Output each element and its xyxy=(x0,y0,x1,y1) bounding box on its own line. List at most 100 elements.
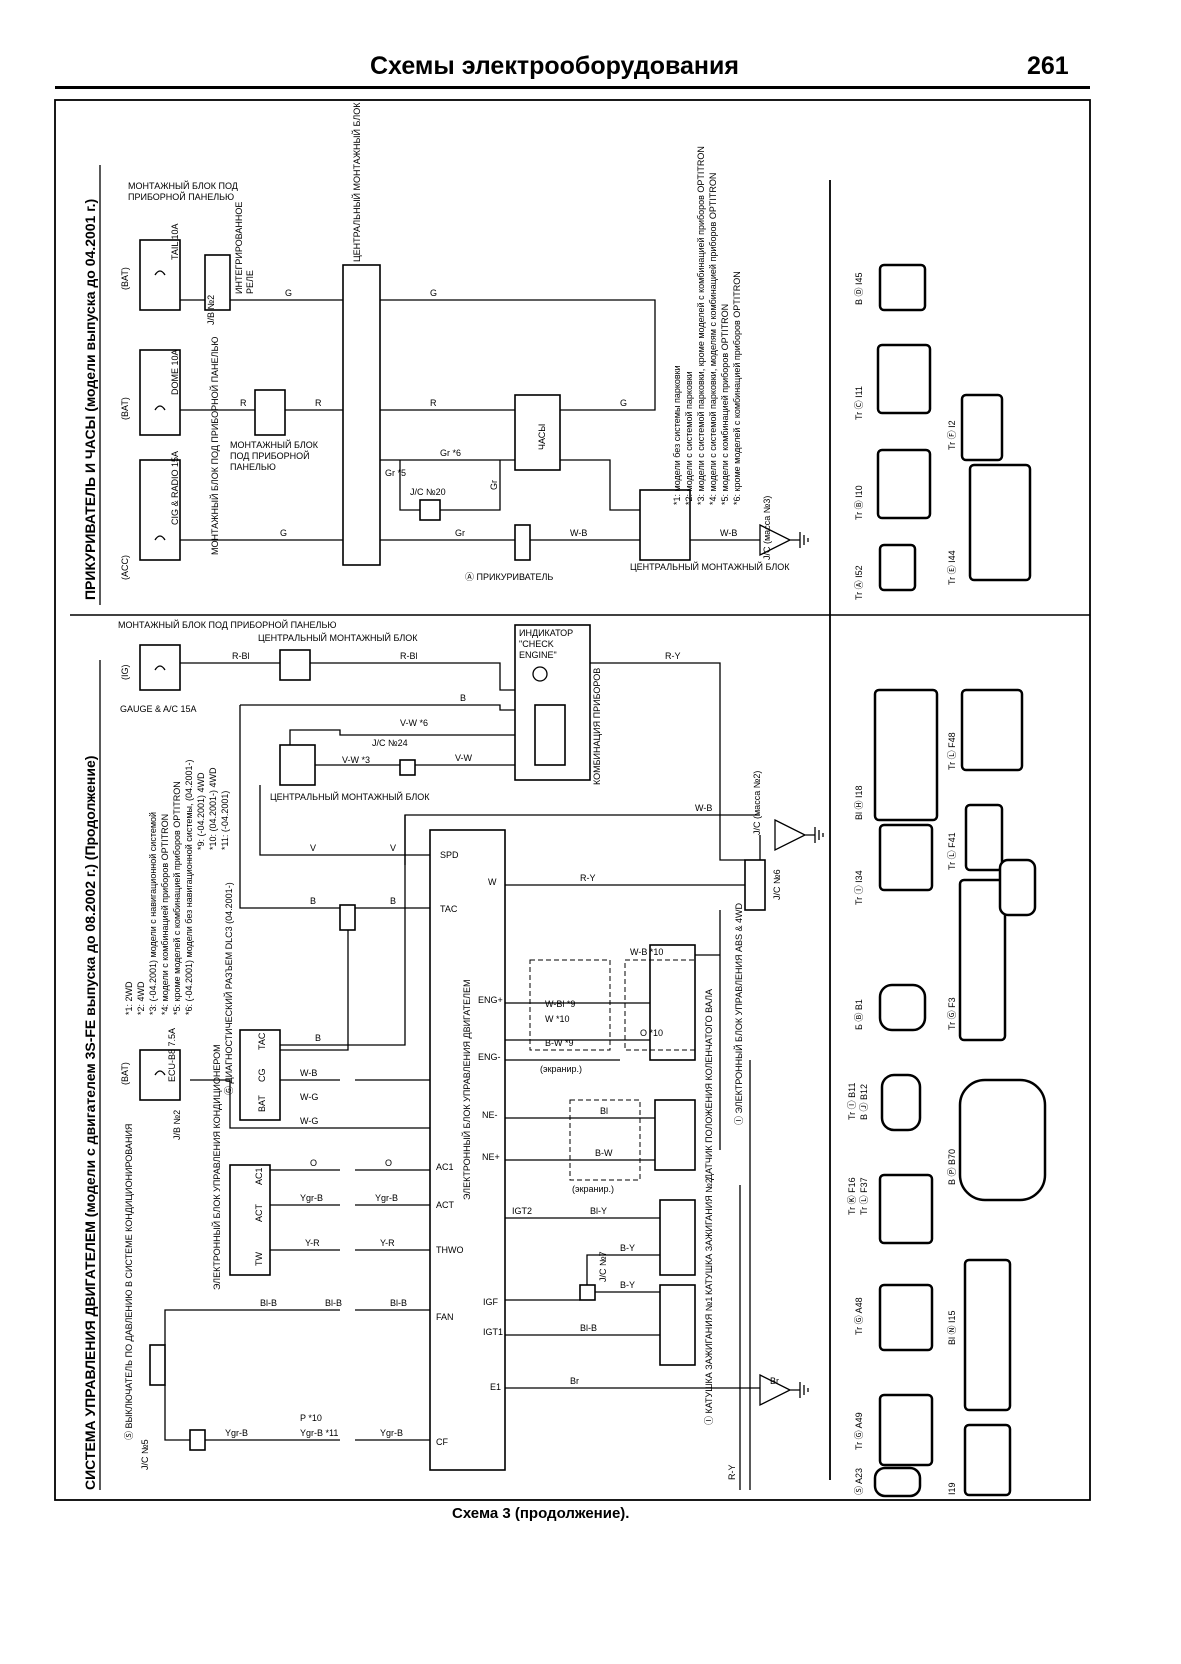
svg-text:B: B xyxy=(315,1033,321,1043)
shield-box xyxy=(624,959,696,1051)
svg-text:*1: модели без системы парковк: *1: модели без системы парковки xyxy=(672,365,682,505)
wire-label: G xyxy=(430,288,437,298)
jc6-junction xyxy=(744,859,766,911)
svg-text:ENG-: ENG- xyxy=(478,1052,501,1062)
svg-text:ECU-B8 7.5A: ECU-B8 7.5A xyxy=(167,1028,177,1082)
top-section-title: ПРИКУРИВАТЕЛЬ И ЧАСЫ (модели выпуска до … xyxy=(82,199,98,600)
svg-text:B: B xyxy=(390,896,396,906)
svg-text:GAUGE & A/C 15A: GAUGE & A/C 15A xyxy=(120,704,197,714)
svg-text:V-W: V-W xyxy=(455,753,473,763)
svg-text:W-G: W-G xyxy=(300,1092,318,1102)
wire-label: Gr *6 xyxy=(440,448,461,458)
svg-text:*2: модели с системой парковки: *2: модели с системой парковки xyxy=(684,371,694,505)
pressure-switch xyxy=(149,1344,166,1386)
connector-I18 xyxy=(873,688,939,822)
page-number: 261 xyxy=(1027,52,1069,80)
svg-text:Ygr-B: Ygr-B xyxy=(300,1193,323,1203)
fuse-gauge-ac: (IG) GAUGE & A/C 15A xyxy=(120,644,197,714)
wire-label: G xyxy=(620,398,627,408)
jc5-label: J/C №5 xyxy=(140,1439,150,1470)
combination-meter-label: КОМБИНАЦИЯ ПРИБОРОВ xyxy=(592,668,602,785)
connector-A48 xyxy=(878,1283,934,1352)
fuse-tail: (BAT) TAIL 10A xyxy=(120,223,181,311)
connector-F3 xyxy=(958,878,1007,1042)
connector-label: Tr Ⓖ F3 xyxy=(947,997,957,1030)
svg-text:NE-: NE- xyxy=(482,1110,498,1120)
engine-ecu xyxy=(429,829,506,1471)
connector-B70 xyxy=(958,1078,1047,1202)
central-block-top-label: ЦЕНТРАЛЬНЫЙ МОНТАЖНЫЙ БЛОК xyxy=(351,102,362,262)
ecu-label: ЭЛЕКТРОННЫЙ БЛОК УПРАВЛЕНИЯ ДВИГАТЕЛЕМ xyxy=(461,979,472,1200)
central-junction-block xyxy=(342,264,381,566)
central-block-1 xyxy=(279,649,311,681)
svg-text:FAN: FAN xyxy=(436,1312,454,1322)
cigarette-lighter xyxy=(514,524,531,561)
svg-text:R-Bl: R-Bl xyxy=(232,651,250,661)
jb2-label: J/B №2 xyxy=(206,295,216,325)
bottom-footnotes: *1: 2WD *2: 4WD *3: (-04.2001) модели с … xyxy=(124,759,230,1015)
svg-text:*6: (-04.2001) модели без нави: *6: (-04.2001) модели без навигационной … xyxy=(184,759,194,1015)
svg-text:IGF: IGF xyxy=(483,1297,499,1307)
svg-text:E1: E1 xyxy=(490,1382,501,1392)
wire-label: R xyxy=(315,398,322,408)
svg-text:B: B xyxy=(310,896,316,906)
svg-text:V-W *6: V-W *6 xyxy=(400,718,428,728)
jb-mid-block xyxy=(254,389,286,436)
svg-text:B: B xyxy=(460,693,466,703)
abs-ecu-label: Ⓘ ЭЛЕКТРОННЫЙ БЛОК УПРАВЛЕНИЯ ABS & 4WD xyxy=(733,903,744,1125)
central-block-2-label: ЦЕНТРАЛЬНЫЙ МОНТАЖНЫЙ БЛОК xyxy=(270,791,430,802)
dlc3-label: Ⓖ ДИАГНОСТИЧЕСКИЙ РАЗЪЕМ DLC3 (04.2001-) xyxy=(223,882,234,1095)
check-engine-label: ИНДИКАТОР "CHECK ENGINE" xyxy=(519,628,574,660)
connector-label: Tr Ⓚ F16 xyxy=(847,1177,857,1215)
wire-label: G xyxy=(285,288,292,298)
connector-label: B Ⓓ I45 xyxy=(854,272,864,305)
wire-label: G xyxy=(280,528,287,538)
svg-text:IGT2: IGT2 xyxy=(512,1206,532,1216)
connector-I19 xyxy=(963,1423,1012,1497)
central-block-2 xyxy=(279,744,316,786)
ground-icon xyxy=(759,523,809,557)
jb-top-label: МОНТАЖНЫЙ БЛОК ПОД ПРИБОРНОЙ ПАНЕЛЬЮ xyxy=(118,619,336,630)
svg-text:(BAT): (BAT) xyxy=(120,397,130,420)
connector-label: Tr Ⓕ I2 xyxy=(947,420,957,450)
abs-4wd-ecu xyxy=(649,944,696,1061)
svg-text:Bl-B: Bl-B xyxy=(325,1298,342,1308)
jc24-junction xyxy=(399,759,416,776)
svg-text:*10: (04.2001-) 4WD: *10: (04.2001-) 4WD xyxy=(208,767,218,850)
jc24-label: J/C №24 xyxy=(372,738,408,748)
svg-text:O *10: O *10 xyxy=(640,1028,663,1038)
connector-F41 xyxy=(964,803,1004,872)
ground-jc-label: J/C (масса №3) xyxy=(762,496,772,560)
svg-text:Ygr-B: Ygr-B xyxy=(380,1428,403,1438)
svg-text:*2: 4WD: *2: 4WD xyxy=(136,981,146,1015)
svg-text:W-B: W-B xyxy=(695,803,712,813)
svg-text:O: O xyxy=(385,1158,392,1168)
svg-text:P *10: P *10 xyxy=(300,1413,322,1423)
lighter-label: Ⓐ ПРИКУРИВАТЕЛЬ xyxy=(465,572,553,582)
jc-junction xyxy=(339,904,356,931)
svg-text:*4: модели с системой парковки: *4: модели с системой парковки, моделям … xyxy=(708,173,718,505)
dlc3-pins: TAC CG BAT xyxy=(257,1032,267,1112)
svg-text:*1: 2WD: *1: 2WD xyxy=(124,981,134,1015)
connector-label: Tr Ⓒ I11 xyxy=(854,386,864,420)
svg-text:B-W *9: B-W *9 xyxy=(545,1038,574,1048)
ecu-pin-labels: SPD W TAC ENG+ ENG- NE- NE+ AC1 ACT THWO… xyxy=(436,850,532,1447)
svg-text:(IG): (IG) xyxy=(120,665,130,681)
shield-label: (экранир.) xyxy=(572,1184,614,1194)
ground-icon xyxy=(759,1373,809,1407)
wire-label: R xyxy=(430,398,437,408)
svg-text:O: O xyxy=(310,1158,317,1168)
svg-text:TAIL 10A: TAIL 10A xyxy=(170,223,180,260)
fuse-ecu-b: (BAT) ECU-B8 7.5A J/B №2 xyxy=(120,1028,182,1140)
central-block-bottom-label: ЦЕНТРАЛЬНЫЙ МОНТАЖНЫЙ БЛОК xyxy=(630,561,790,572)
connector-I52 xyxy=(878,543,917,592)
svg-text:W-B *10: W-B *10 xyxy=(630,947,663,957)
connector-I34 xyxy=(878,823,934,892)
svg-text:Br: Br xyxy=(570,1376,579,1386)
connector-F48 xyxy=(960,688,1024,772)
connector-label: Bl Ⓗ I18 xyxy=(854,785,864,820)
svg-text:TAC: TAC xyxy=(440,904,458,914)
top-footnotes: *1: модели без системы парковки *2: моде… xyxy=(672,146,742,505)
svg-text:AC1: AC1 xyxy=(254,1167,264,1185)
